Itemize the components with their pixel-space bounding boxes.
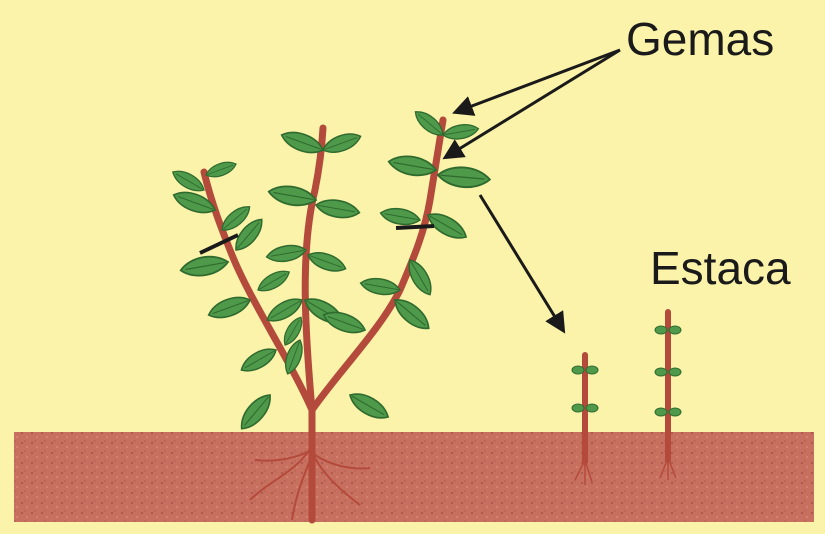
estaca-label: Estaca xyxy=(650,245,791,291)
gemas-label: Gemas xyxy=(626,16,774,62)
soil xyxy=(14,432,814,522)
